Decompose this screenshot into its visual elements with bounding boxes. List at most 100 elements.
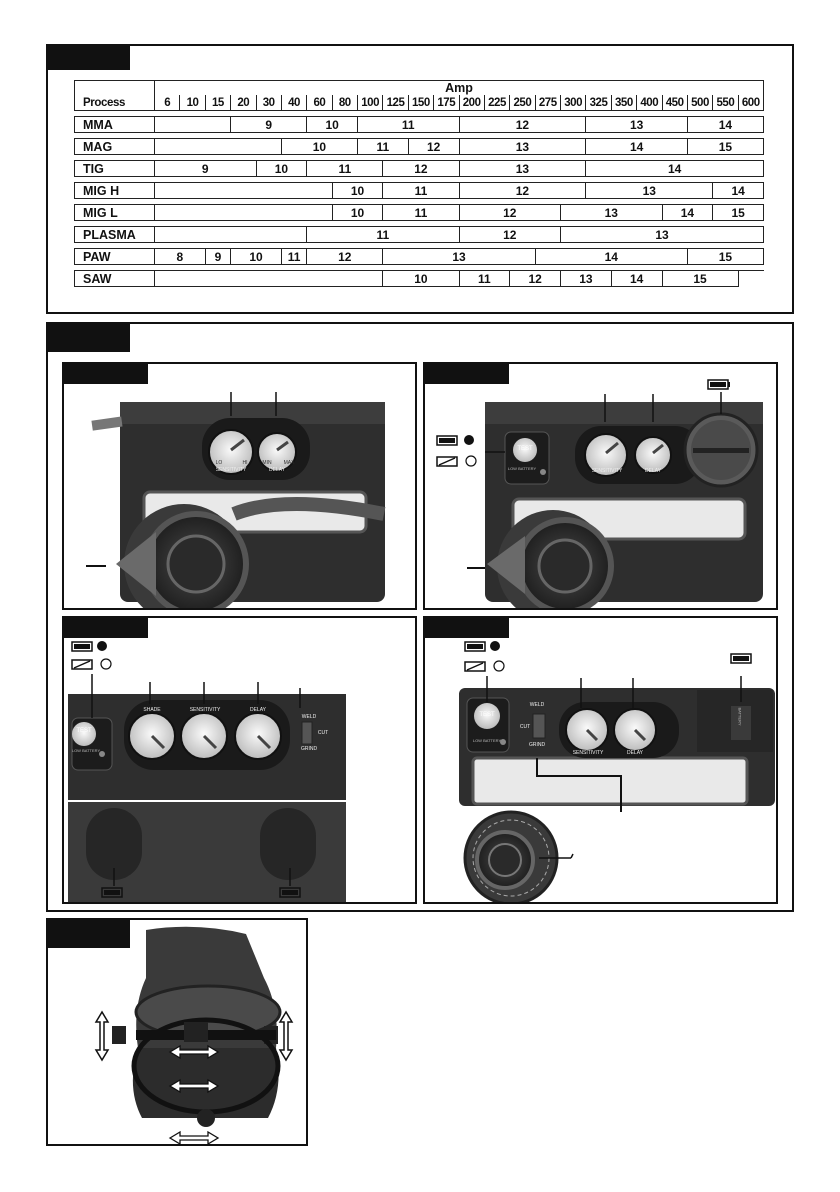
amp-value: 125 bbox=[382, 95, 409, 111]
shade-cell: 14 bbox=[585, 138, 688, 155]
shade-cell: 10 bbox=[306, 116, 358, 133]
shade-cell: 14 bbox=[610, 270, 663, 287]
battery-label: BATTERY bbox=[737, 707, 743, 726]
sensitivity-label: SENSITIVITY bbox=[591, 468, 623, 474]
grind-label: GRIND bbox=[300, 746, 318, 752]
sensitivity-label: SENSITIVITY bbox=[189, 707, 221, 713]
amp-value: 350 bbox=[610, 95, 638, 111]
shade-cell: 10 bbox=[331, 204, 384, 221]
shade-cell: 11 bbox=[306, 160, 384, 177]
process-name: MAG bbox=[74, 138, 155, 155]
delay-label: DELAY bbox=[626, 750, 644, 756]
panel-c-illustration bbox=[68, 641, 346, 902]
amp-value: 225 bbox=[483, 95, 511, 111]
panel-d-illustration bbox=[459, 641, 775, 902]
shade-cell: 12 bbox=[306, 248, 384, 265]
test-button[interactable]: TEST bbox=[76, 728, 92, 734]
test-button[interactable]: TEST bbox=[517, 446, 533, 452]
shade-cell: 15 bbox=[686, 138, 765, 155]
shade-cell: 12 bbox=[382, 160, 460, 177]
shade-cell: 12 bbox=[458, 226, 561, 243]
shade-cell: 14 bbox=[686, 116, 765, 133]
shade-cell: 11 bbox=[382, 182, 460, 199]
shade-cell: 12 bbox=[458, 204, 561, 221]
delay-label: DELAY bbox=[644, 468, 662, 474]
panel-a: SENSITIVITY DELAY LO HI MIN MAX bbox=[62, 362, 417, 610]
grind-label: GRIND bbox=[528, 742, 546, 748]
panel-tag bbox=[64, 364, 148, 384]
shade-cell: 10 bbox=[230, 248, 282, 265]
process-name: TIG bbox=[74, 160, 155, 177]
amp-value: 80 bbox=[331, 95, 359, 111]
shade-cell: 13 bbox=[560, 270, 612, 287]
shade-cell: 13 bbox=[382, 248, 536, 265]
amp-value: 100 bbox=[356, 95, 384, 111]
amp-value: 275 bbox=[534, 95, 562, 111]
panel-b: TEST LOW BATTERY SENSITIVITY DELAY bbox=[423, 362, 778, 610]
shade-cell: 15 bbox=[686, 248, 765, 265]
table-corner bbox=[74, 80, 155, 95]
panel-tag bbox=[425, 364, 509, 384]
sensitivity-label: SENSITIVITY bbox=[215, 467, 247, 473]
max-label: MAX bbox=[283, 460, 295, 466]
low-battery-label: LOW BATTERY bbox=[71, 748, 101, 753]
shade-cell: 13 bbox=[458, 160, 587, 177]
panel-d: TEST LOW BATTERY WELD CUT GRIND SENSITIV… bbox=[423, 616, 778, 904]
amp-value: 175 bbox=[433, 95, 460, 111]
shade-cell: 14 bbox=[585, 160, 764, 177]
min-label: MIN bbox=[262, 460, 272, 466]
process-name: MIG H bbox=[74, 182, 155, 199]
cut-label: CUT bbox=[519, 724, 531, 730]
amp-header: Amp bbox=[154, 80, 764, 95]
shade-cell: 14 bbox=[534, 248, 688, 265]
amp-value: 250 bbox=[509, 95, 536, 111]
shade-cell: 11 bbox=[306, 226, 460, 243]
process-name: PAW bbox=[74, 248, 155, 265]
shade-cell: 14 bbox=[661, 204, 714, 221]
amp-value: 450 bbox=[661, 95, 688, 111]
shade-cell: 9 bbox=[154, 160, 257, 177]
shade-cell: 9 bbox=[204, 248, 232, 265]
panel-a-illustration bbox=[86, 392, 386, 608]
shade-cell: 10 bbox=[255, 160, 308, 177]
shade-cell: 12 bbox=[407, 138, 460, 155]
delay-label: DELAY bbox=[268, 467, 286, 473]
shade-cell: 9 bbox=[230, 116, 308, 133]
shade-cell: 12 bbox=[458, 182, 587, 199]
amp-value: 300 bbox=[559, 95, 587, 111]
process-name: PLASMA bbox=[74, 226, 155, 243]
process-name: MIG L bbox=[74, 204, 155, 221]
lo-label: LO bbox=[215, 460, 223, 466]
shade-cell: 11 bbox=[357, 116, 460, 133]
shade-cell: 10 bbox=[382, 270, 460, 287]
hi-label: HI bbox=[242, 460, 248, 466]
amp-value: 40 bbox=[280, 95, 308, 111]
shade-cell: 13 bbox=[560, 204, 663, 221]
weld-label: WELD bbox=[529, 702, 545, 708]
shade-cell: 11 bbox=[357, 138, 409, 155]
shade-cell: 10 bbox=[280, 138, 359, 155]
shade-cell bbox=[154, 138, 282, 155]
shade-cell: 15 bbox=[712, 204, 764, 221]
shade-cell: 13 bbox=[458, 138, 587, 155]
shade-cell bbox=[153, 226, 308, 243]
section-tag bbox=[48, 324, 130, 352]
shade-cell: 8 bbox=[154, 248, 206, 265]
panel-tag bbox=[425, 618, 509, 638]
test-button[interactable]: TEST bbox=[479, 712, 495, 718]
shade-cell bbox=[154, 182, 333, 199]
shade-cell: 13 bbox=[585, 182, 714, 199]
shade-cell: 10 bbox=[331, 182, 384, 199]
section-tag bbox=[48, 46, 130, 70]
shade-cell: 13 bbox=[585, 116, 688, 133]
amp-value: 10 bbox=[179, 95, 206, 111]
amp-value: 6 bbox=[153, 95, 181, 111]
shade-cell: 14 bbox=[712, 182, 764, 199]
